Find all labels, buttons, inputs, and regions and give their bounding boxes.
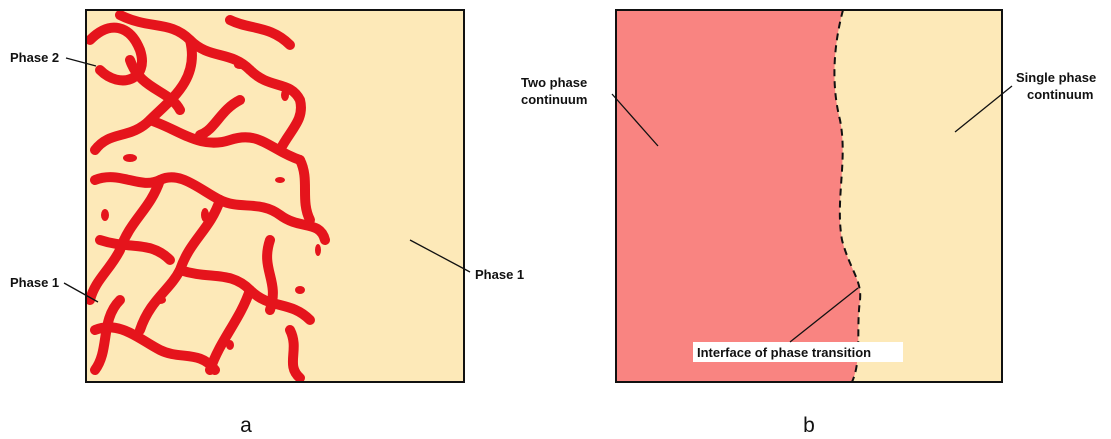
phase2-left-label: Phase 2 — [10, 50, 59, 65]
phase1-right-pointer — [409, 239, 471, 273]
panel-b-caption: b — [803, 414, 815, 437]
interface-pointer — [789, 287, 859, 343]
interface-label-box — [693, 342, 903, 362]
phase2-network — [85, 10, 330, 383]
phase1-left-label: Phase 1 — [10, 275, 59, 290]
single-phase-label-line1: Single phase — [1016, 70, 1096, 85]
two-phase-region — [616, 10, 861, 382]
panel-a-border — [85, 9, 465, 383]
two-phase-pointer — [611, 93, 659, 147]
panel-b-border — [615, 9, 1003, 383]
phase2-droplets — [101, 61, 321, 350]
single-phase-label-line2: continuum — [1027, 87, 1093, 102]
two-phase-label-line1: Two phase — [521, 75, 587, 90]
interface-label: Interface of phase transition — [697, 345, 871, 360]
single-phase-pointer — [954, 85, 1013, 133]
panel-a-caption: a — [240, 414, 252, 437]
panel-a: Phase 2 Phase 1 Phase 1 a — [10, 9, 524, 437]
phase2-left-pointer — [65, 57, 97, 67]
two-phase-label-line2: continuum — [521, 92, 587, 107]
interface-line — [833, 9, 862, 383]
phase1-left-pointer — [63, 282, 99, 303]
phase1-right-label: Phase 1 — [475, 267, 524, 282]
panel-b: Two phase continuum Single phase continu… — [521, 9, 1096, 437]
